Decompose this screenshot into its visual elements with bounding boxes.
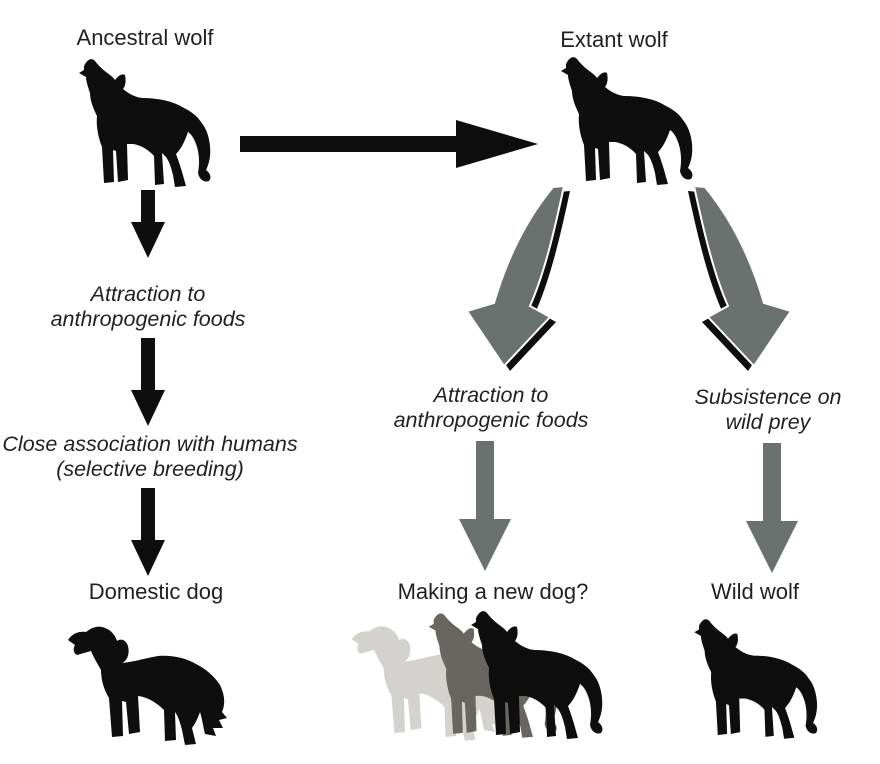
domestic-dog-label: Domestic dog	[88, 579, 224, 604]
ancestral-wolf-label: Ancestral wolf	[76, 25, 214, 50]
arrow-down-icon	[131, 338, 165, 426]
curved-arrow-down-right-icon	[688, 185, 792, 371]
left-step2-text: Close association with humans (selective…	[2, 432, 298, 481]
arrow-down-icon	[746, 443, 798, 573]
right-step1-text: Subsistence on wild prey	[694, 385, 842, 434]
curved-arrow-down-left-icon	[466, 185, 570, 371]
wild-wolf-icon	[694, 619, 818, 739]
left-step1-text: Attraction to anthropogenic foods	[50, 282, 246, 331]
wild-wolf-label: Wild wolf	[710, 579, 799, 604]
arrow-down-icon	[131, 488, 165, 576]
arrow-down-icon	[131, 190, 165, 258]
domestic-dog-icon	[68, 626, 227, 745]
making-new-dog-label: Making a new dog?	[397, 579, 589, 604]
extant-wolf-icon	[561, 57, 693, 185]
arrow-right-icon	[240, 120, 538, 168]
ancestral-wolf-icon	[79, 59, 211, 187]
extant-wolf-label: Extant wolf	[560, 27, 668, 52]
proto-wolf-front-icon	[471, 611, 603, 739]
middle-step1-text: Attraction to anthropogenic foods	[393, 383, 589, 432]
arrow-down-icon	[459, 441, 511, 571]
